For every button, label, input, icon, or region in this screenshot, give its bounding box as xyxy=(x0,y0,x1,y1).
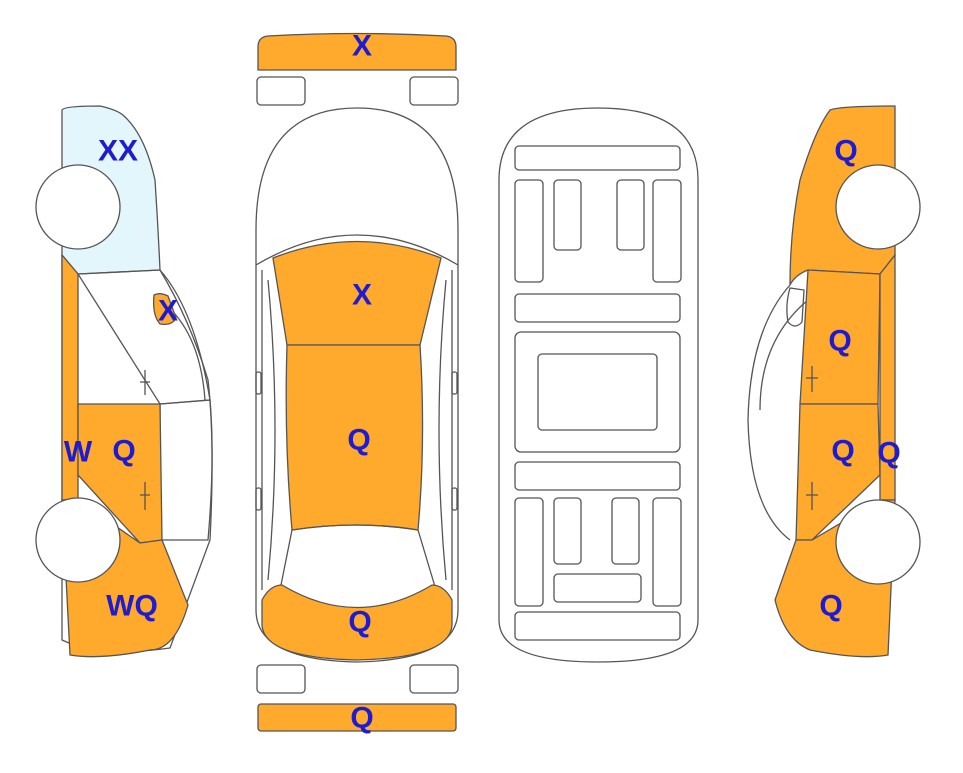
front-right-light xyxy=(409,76,459,106)
front-bumper-panel[interactable] xyxy=(257,32,457,71)
left-sill-label: W xyxy=(64,436,93,469)
front-bumper-label: X xyxy=(352,30,372,63)
right-front-door-label: Q xyxy=(831,435,854,468)
left-mirror-panel[interactable] xyxy=(152,293,177,326)
car-underbody-view xyxy=(498,107,699,663)
right-front-door-panel[interactable] xyxy=(795,403,881,541)
left-rear-wheel xyxy=(35,497,121,583)
front-left-light xyxy=(256,76,306,106)
car-right-side-view: Q Q Q Q Q xyxy=(747,105,921,658)
rear-bumper-label: Q xyxy=(350,702,373,735)
left-front-wheel xyxy=(35,164,121,250)
right-front-fender-label: Q xyxy=(819,590,842,623)
left-rear-fender-label: WQ xyxy=(106,590,158,623)
left-rear-door-label: Q xyxy=(112,435,135,468)
windshield-label: X xyxy=(352,279,372,312)
car-left-side-view: XX X W Q WQ xyxy=(35,105,213,658)
roof-label: Q xyxy=(347,424,370,457)
left-mirror-label: X xyxy=(158,295,178,328)
windshield-panel[interactable] xyxy=(272,240,442,346)
rear-right-light xyxy=(409,664,459,694)
car-top-view: X X Q Q Q xyxy=(255,30,459,735)
trunk-panel[interactable] xyxy=(261,584,453,661)
trunk-label: Q xyxy=(348,606,371,639)
right-front-wheel xyxy=(835,499,921,585)
left-front-glass-label: XX xyxy=(98,135,138,168)
hood-line xyxy=(255,234,459,266)
right-rear-door-label: Q xyxy=(828,325,851,358)
rear-bumper-panel[interactable] xyxy=(257,703,457,732)
right-rear-wheel xyxy=(835,164,921,250)
right-front-edge-label: Q xyxy=(877,437,900,470)
rear-left-light xyxy=(256,664,306,694)
top-body-outline xyxy=(255,107,459,663)
right-rear-quarter-label: Q xyxy=(834,135,857,168)
